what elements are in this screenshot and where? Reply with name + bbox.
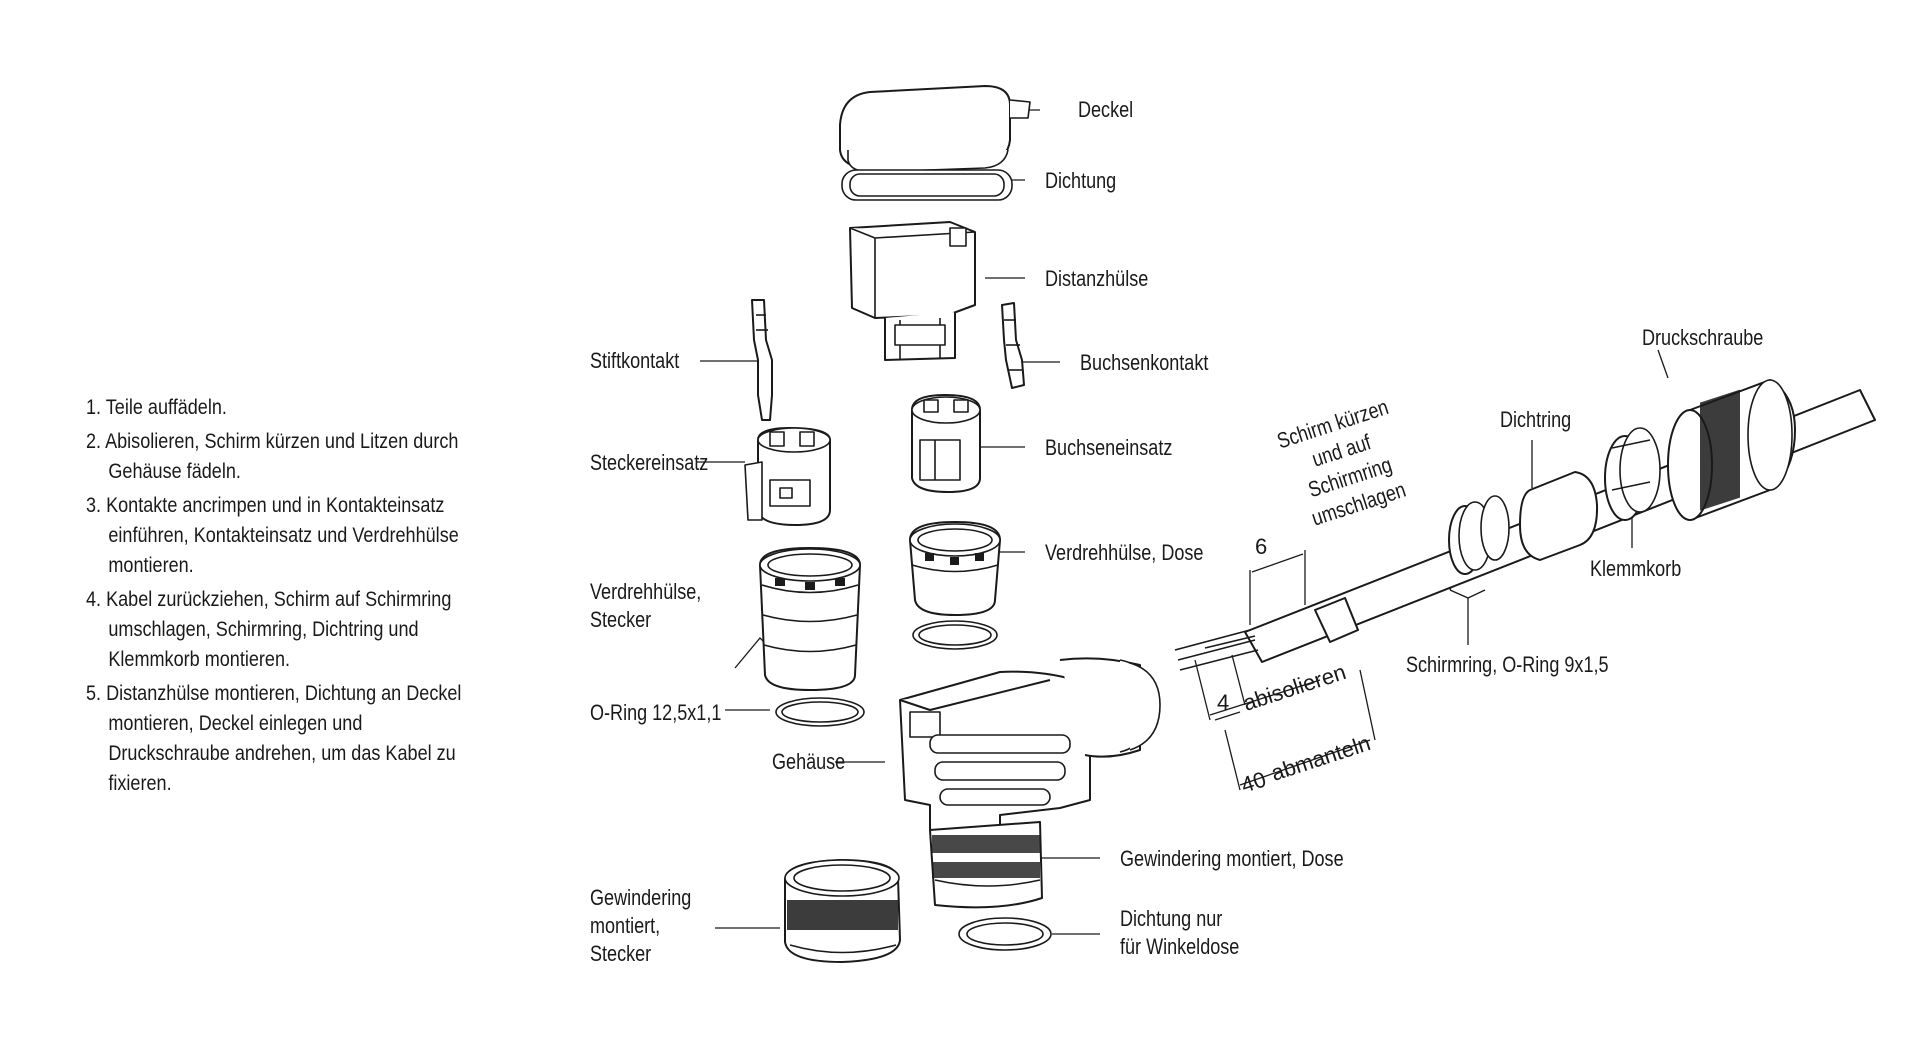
dim-shield-value: 6	[1255, 534, 1268, 559]
label-schirmring-o-ring: Schirmring, O-Ring 9x1,5	[1406, 652, 1609, 677]
dichtung-part	[841, 169, 1013, 201]
step-1: 1. Teile auffädeln.	[86, 396, 227, 419]
dichtung-winkeldose-part	[958, 917, 1052, 951]
distanzhuelse-part	[849, 221, 976, 361]
stiftkontakt-part	[751, 299, 773, 421]
label-gewindering-stecker: Gewindering montiert, Stecker	[590, 885, 692, 966]
dimension-lines	[1194, 550, 1376, 791]
label-verdrehhuelse-dose: Verdrehhülse, Dose	[1045, 540, 1204, 565]
gewindering-stecker-part	[784, 859, 901, 963]
label-dichtung-winkeldose: Dichtung nur für Winkeldose	[1120, 906, 1240, 959]
label-stiftkontakt: Stiftkontakt	[590, 348, 680, 373]
label-klemmkorb: Klemmkorb	[1590, 556, 1682, 581]
dim-strip-value: 4	[1217, 690, 1230, 715]
label-o-ring-12-5: O-Ring 12,5x1,1	[590, 700, 722, 725]
verdrehhuelse-stecker-part	[759, 547, 861, 691]
step-3: 3. Kontakte ancrimpen und in Kontakteins…	[86, 494, 459, 577]
step-2: 2. Abisolieren, Schirm kürzen und Litzen…	[86, 430, 459, 483]
label-gehaeuse: Gehäuse	[772, 749, 846, 774]
label-deckel: Deckel	[1078, 97, 1134, 122]
label-druckschraube: Druckschraube	[1642, 325, 1764, 350]
buchsenkontakt-part	[1001, 302, 1025, 389]
gewindering-dose-part	[929, 821, 1043, 909]
steckereinsatz-part	[744, 427, 831, 526]
assembly-steps: 1. Teile auffädeln. 2. Abisolieren, Schi…	[86, 393, 464, 803]
buchseneinsatz-part	[911, 394, 981, 493]
label-dichtung: Dichtung	[1045, 168, 1117, 193]
gehaeuse-part	[899, 657, 1161, 831]
label-distanzhuelse: Distanzhülse	[1045, 266, 1149, 291]
label-buchsenkontakt: Buchsenkontakt	[1080, 350, 1209, 375]
step-5: 5. Distanzhülse montieren, Dichtung an D…	[86, 682, 462, 795]
label-gewindering-dose: Gewindering montiert, Dose	[1120, 846, 1344, 871]
label-dichtring: Dichtring	[1500, 407, 1572, 432]
label-buchseneinsatz: Buchseneinsatz	[1045, 435, 1173, 460]
label-steckereinsatz: Steckereinsatz	[590, 450, 709, 475]
verdrehhuelse-dose-part	[909, 521, 1001, 616]
step-4: 4. Kabel zurückziehen, Schirm auf Schirm…	[86, 588, 452, 671]
cable-assembly	[1174, 379, 1876, 671]
label-verdrehhuelse-stecker: Verdrehhülse, Stecker	[590, 579, 702, 632]
o-rings	[775, 620, 998, 727]
deckel-part	[839, 85, 1031, 173]
